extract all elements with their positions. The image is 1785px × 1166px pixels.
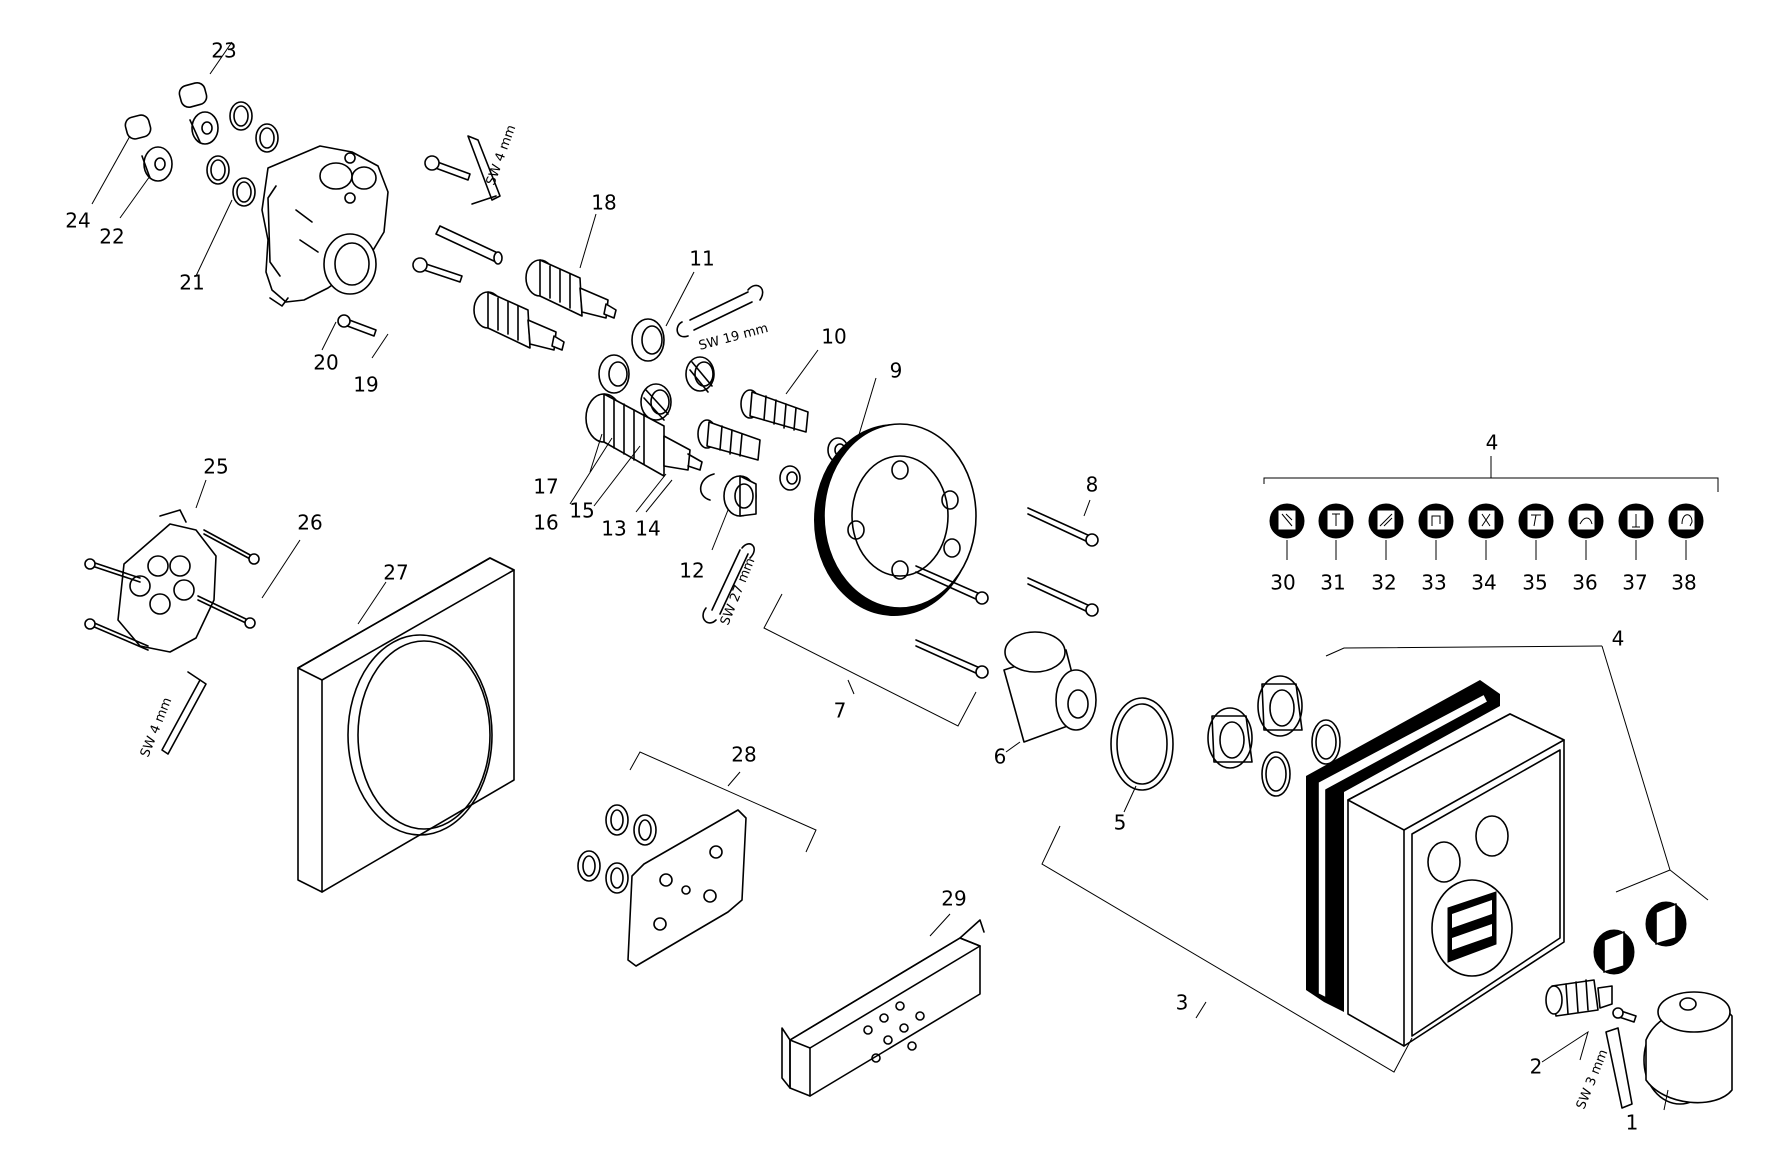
part-screws-20 xyxy=(337,155,503,337)
part-number-20: 20 xyxy=(313,351,338,375)
part-number-21: 21 xyxy=(179,271,204,295)
part-nut-11 xyxy=(631,318,665,362)
part-spindle-10 xyxy=(697,389,809,461)
part-number-6: 6 xyxy=(994,745,1007,769)
part-number-16: 16 xyxy=(533,511,558,535)
part-spring-b xyxy=(640,383,672,421)
part-plate-7 xyxy=(814,423,977,616)
part-number-18: 18 xyxy=(591,191,616,215)
part-number-24: 24 xyxy=(65,209,90,233)
part-number-14: 14 xyxy=(635,517,660,541)
part-number-32: 32 xyxy=(1371,571,1396,595)
part-number-29: 29 xyxy=(941,887,966,911)
part-spindle-2 xyxy=(1545,979,1637,1023)
part-frame-27 xyxy=(297,557,515,893)
part-number-37: 37 xyxy=(1622,571,1647,595)
tool-label-wrench-27: SW 27 mm xyxy=(718,556,759,628)
wrench-19-icon xyxy=(676,284,764,338)
part-plug-24-22 xyxy=(124,114,173,182)
bracket-28 xyxy=(629,751,817,853)
bracket-4-top xyxy=(1263,456,1719,492)
part-number-36: 36 xyxy=(1572,571,1597,595)
bracket-7 xyxy=(763,593,977,727)
button-32-icon xyxy=(1368,503,1404,539)
button-37-icon xyxy=(1618,503,1654,539)
part-handle-1 xyxy=(1643,991,1733,1105)
part-number-19: 19 xyxy=(353,373,378,397)
bracket-3 xyxy=(1041,825,1413,1073)
button-34-icon xyxy=(1468,503,1504,539)
button-35-icon xyxy=(1518,503,1554,539)
part-nut-17 xyxy=(598,354,630,394)
part-number-27: 27 xyxy=(383,561,408,585)
part-screws-26 xyxy=(84,529,260,651)
part-number-17: 17 xyxy=(533,475,558,499)
part-number-2: 2 xyxy=(1530,1055,1543,1079)
part-number-34: 34 xyxy=(1471,571,1496,595)
part-number-26: 26 xyxy=(297,511,322,535)
part-number-28: 28 xyxy=(731,743,756,767)
part-number-38: 38 xyxy=(1671,571,1696,595)
part-number-12: 12 xyxy=(679,559,704,583)
part-button-spare-b xyxy=(1593,929,1635,975)
part-number-33: 33 xyxy=(1421,571,1446,595)
part-clip-13 xyxy=(699,473,715,501)
part-number-31: 31 xyxy=(1320,571,1345,595)
tool-label-hex-key-bottom: SW 3 mm xyxy=(1574,1047,1611,1111)
part-number-10: 10 xyxy=(821,325,846,349)
button-31-icon xyxy=(1318,503,1354,539)
part-mounting-frame-25 xyxy=(117,509,217,653)
part-number-9: 9 xyxy=(890,359,903,383)
part-valve-body xyxy=(261,145,389,307)
hex-key-top-icon xyxy=(467,135,501,205)
tool-label-hex-key-top: SW 4 mm xyxy=(484,123,520,187)
part-cartridge-18 xyxy=(473,259,617,351)
part-nut-12 xyxy=(723,475,757,517)
hex-key-left-icon xyxy=(161,671,207,755)
tool-label-wrench-19: SW 19 mm xyxy=(697,321,770,354)
button-38-icon xyxy=(1668,503,1704,539)
part-number-23: 23 xyxy=(211,39,236,63)
part-buttons-row xyxy=(1269,503,1704,539)
part-number-8: 8 xyxy=(1086,473,1099,497)
part-number-11: 11 xyxy=(689,247,714,271)
part-plate-28 xyxy=(577,804,747,967)
part-number-3: 3 xyxy=(1176,991,1189,1015)
part-button-mechanism xyxy=(1207,675,1341,797)
button-30-icon xyxy=(1269,503,1305,539)
part-button-spare-a xyxy=(1645,901,1687,947)
part-sleeve-6 xyxy=(1003,631,1097,743)
part-number-22: 22 xyxy=(99,225,124,249)
part-number-4-top: 4 xyxy=(1486,431,1499,455)
part-number-5: 5 xyxy=(1114,811,1127,835)
part-number-25: 25 xyxy=(203,455,228,479)
part-screws-8 xyxy=(915,507,1099,679)
part-number-30: 30 xyxy=(1270,571,1295,595)
part-number-13: 13 xyxy=(601,517,626,541)
part-ring-set-21 xyxy=(206,101,279,207)
part-oring-5 xyxy=(1110,697,1174,791)
part-plug-23 xyxy=(178,82,219,145)
part-number-35: 35 xyxy=(1522,571,1547,595)
button-33-icon xyxy=(1418,503,1454,539)
part-number-1: 1 xyxy=(1626,1111,1639,1135)
hex-key-bottom-icon xyxy=(1605,1027,1633,1109)
part-spring-a xyxy=(685,356,715,393)
part-number-15: 15 xyxy=(569,499,594,523)
part-cover-plate-3 xyxy=(1306,680,1565,1047)
button-36-icon xyxy=(1568,503,1604,539)
part-number-4-bottom: 4 xyxy=(1612,627,1625,651)
bracket-4-bottom xyxy=(1325,645,1709,901)
leader-lines xyxy=(91,41,1687,1111)
part-number-7: 7 xyxy=(834,699,847,723)
wrench-27-icon xyxy=(702,543,755,624)
part-rail-29 xyxy=(781,919,985,1097)
